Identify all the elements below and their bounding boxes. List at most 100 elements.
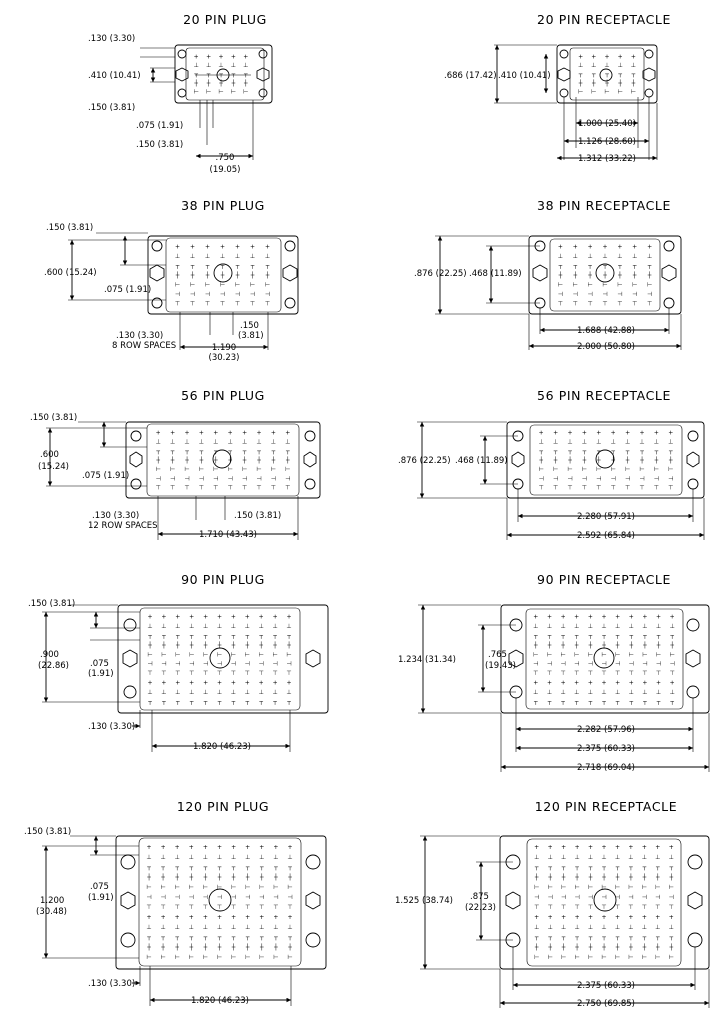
contact-mark: ┼ (588, 943, 593, 951)
dim-label: 1.126 (28.60) (578, 137, 636, 147)
contact-mark: ┼ (231, 873, 236, 881)
contact-mark: ┬ (534, 934, 539, 941)
contact-mark: + (533, 614, 538, 621)
contact-mark: ┬ (547, 633, 552, 640)
contact-mark: ⊢ (617, 281, 622, 288)
contact-mark: ⊤ (574, 670, 579, 677)
contact-mark: ⊣ (285, 475, 290, 482)
contact-mark: ⊥ (668, 439, 673, 446)
contact-mark: ┬ (258, 633, 263, 640)
contact-mark: + (273, 844, 278, 851)
contact-mark: ┬ (596, 448, 601, 455)
contact-mark: + (146, 844, 151, 851)
contact-mark: ┬ (231, 934, 236, 941)
contact-mark: ┼ (668, 456, 673, 464)
dim-label: (30.23) (209, 353, 240, 363)
contact-mark: + (184, 430, 189, 437)
contact-mark: ⊢ (615, 954, 620, 961)
contact-mark: ┬ (245, 864, 250, 871)
contact-mark: ⊤ (235, 300, 240, 307)
contact-mark: + (534, 914, 539, 921)
dim-label: .150 (3.81) (88, 103, 135, 113)
drawing-90-pin-receptacle: 90 PIN RECEPTACLE 1.234 (31.34) .765 (19… (398, 572, 710, 773)
contact-mark: ⊥ (235, 253, 240, 260)
contact-mark: ⊥ (189, 623, 194, 630)
contact-mark: ┼ (587, 271, 592, 279)
contact-mark: + (656, 680, 661, 687)
contact-mark: ⊣ (205, 291, 210, 298)
contact-mark: + (218, 53, 223, 60)
drawing-20-pin-receptacle: 20 PIN RECEPTACLE .686 (17.42) .410 (10.… (444, 12, 670, 164)
contact-mark: ⊥ (161, 623, 166, 630)
contact-mark: + (575, 844, 580, 851)
contact-mark: ┬ (567, 448, 572, 455)
contact-mark: ⊥ (175, 253, 180, 260)
contact-mark: ┬ (558, 263, 563, 270)
contact-mark: ┼ (272, 641, 277, 649)
contact-mark: ┬ (601, 864, 606, 871)
contact-mark: ┬ (533, 698, 538, 705)
contact-mark: ⊥ (231, 62, 236, 69)
contact-mark: ┼ (558, 271, 563, 279)
contact-mark: ⊣ (558, 291, 563, 298)
contact-mark: + (190, 244, 195, 251)
contact-mark: ┼ (642, 641, 647, 649)
contact-mark: ┼ (560, 641, 565, 649)
contact-mark: ⊥ (203, 924, 208, 931)
dim-label: 12 ROW SPACES (88, 521, 158, 531)
contact-mark: + (161, 844, 166, 851)
contact-mark: ⊥ (615, 854, 620, 861)
contact-mark: ⊥ (561, 924, 566, 931)
contact-mark: ┼ (567, 456, 572, 464)
contact-mark: ⊢ (670, 651, 675, 658)
contact-mark: ┬ (615, 934, 620, 941)
contact-mark: ⊢ (533, 651, 538, 658)
contact-mark: ┼ (668, 943, 673, 951)
contact-mark: ⊥ (243, 62, 248, 69)
contact-mark: ┼ (588, 873, 593, 881)
contact-mark: ┬ (615, 864, 620, 871)
dim-label: (15.24) (38, 462, 69, 472)
contact-mark: + (628, 844, 633, 851)
contact-mark: ⊥ (146, 924, 151, 931)
contact-mark: ┼ (188, 873, 193, 881)
contact-mark: ⊢ (231, 954, 236, 961)
contact-mark: ⊢ (217, 954, 222, 961)
contact-mark: ⊣ (175, 291, 180, 298)
contact-mark: ┬ (259, 934, 264, 941)
contact-mark: ┬ (265, 263, 270, 270)
contact-mark: ┬ (588, 934, 593, 941)
contact-mark: ⊢ (668, 466, 673, 473)
contact-mark: ┬ (259, 864, 264, 871)
contact-mark: ⊢ (655, 884, 660, 891)
contact-mark: ⊥ (655, 924, 660, 931)
contact-mark: + (203, 614, 208, 621)
contact-mark: ┬ (244, 633, 249, 640)
contact-mark: ┬ (206, 71, 211, 78)
contact-mark: ⊢ (548, 954, 553, 961)
contact-pattern: +++++⊥⊥⊥⊥⊥┬┬┬┬┬┼┼┼┼┼⊢⊢⊢⊢⊢+++++⊥⊥⊥⊥⊥┬┬┬┬┬… (146, 53, 675, 961)
contact-mark: + (175, 914, 180, 921)
dim-label: .150 (3.81) (46, 223, 93, 233)
contact-mark: + (175, 614, 180, 621)
polarizing-center-icon (212, 449, 232, 469)
contact-mark: + (629, 680, 634, 687)
contact-mark: ┬ (203, 698, 208, 705)
contact-mark: ⊤ (553, 484, 558, 491)
dim-label: (19.05) (210, 165, 241, 175)
contact-mark: ┬ (213, 448, 218, 455)
contact-mark: ⊤ (245, 904, 250, 911)
contact-mark: + (287, 844, 292, 851)
contact-mark: ⊥ (615, 924, 620, 931)
contact-mark: ┼ (184, 456, 189, 464)
contact-mark: ⊢ (642, 884, 647, 891)
contact-mark: + (243, 53, 248, 60)
contact-mark: + (265, 244, 270, 251)
contact-mark: ⊤ (561, 904, 566, 911)
contact-mark: ⊤ (574, 904, 579, 911)
contact-mark: ⊢ (534, 954, 539, 961)
contact-mark: ⊤ (654, 484, 659, 491)
dim-label: .150 (3.81) (30, 413, 77, 423)
contact-mark: ⊢ (190, 281, 195, 288)
contact-mark: ⊢ (235, 281, 240, 288)
